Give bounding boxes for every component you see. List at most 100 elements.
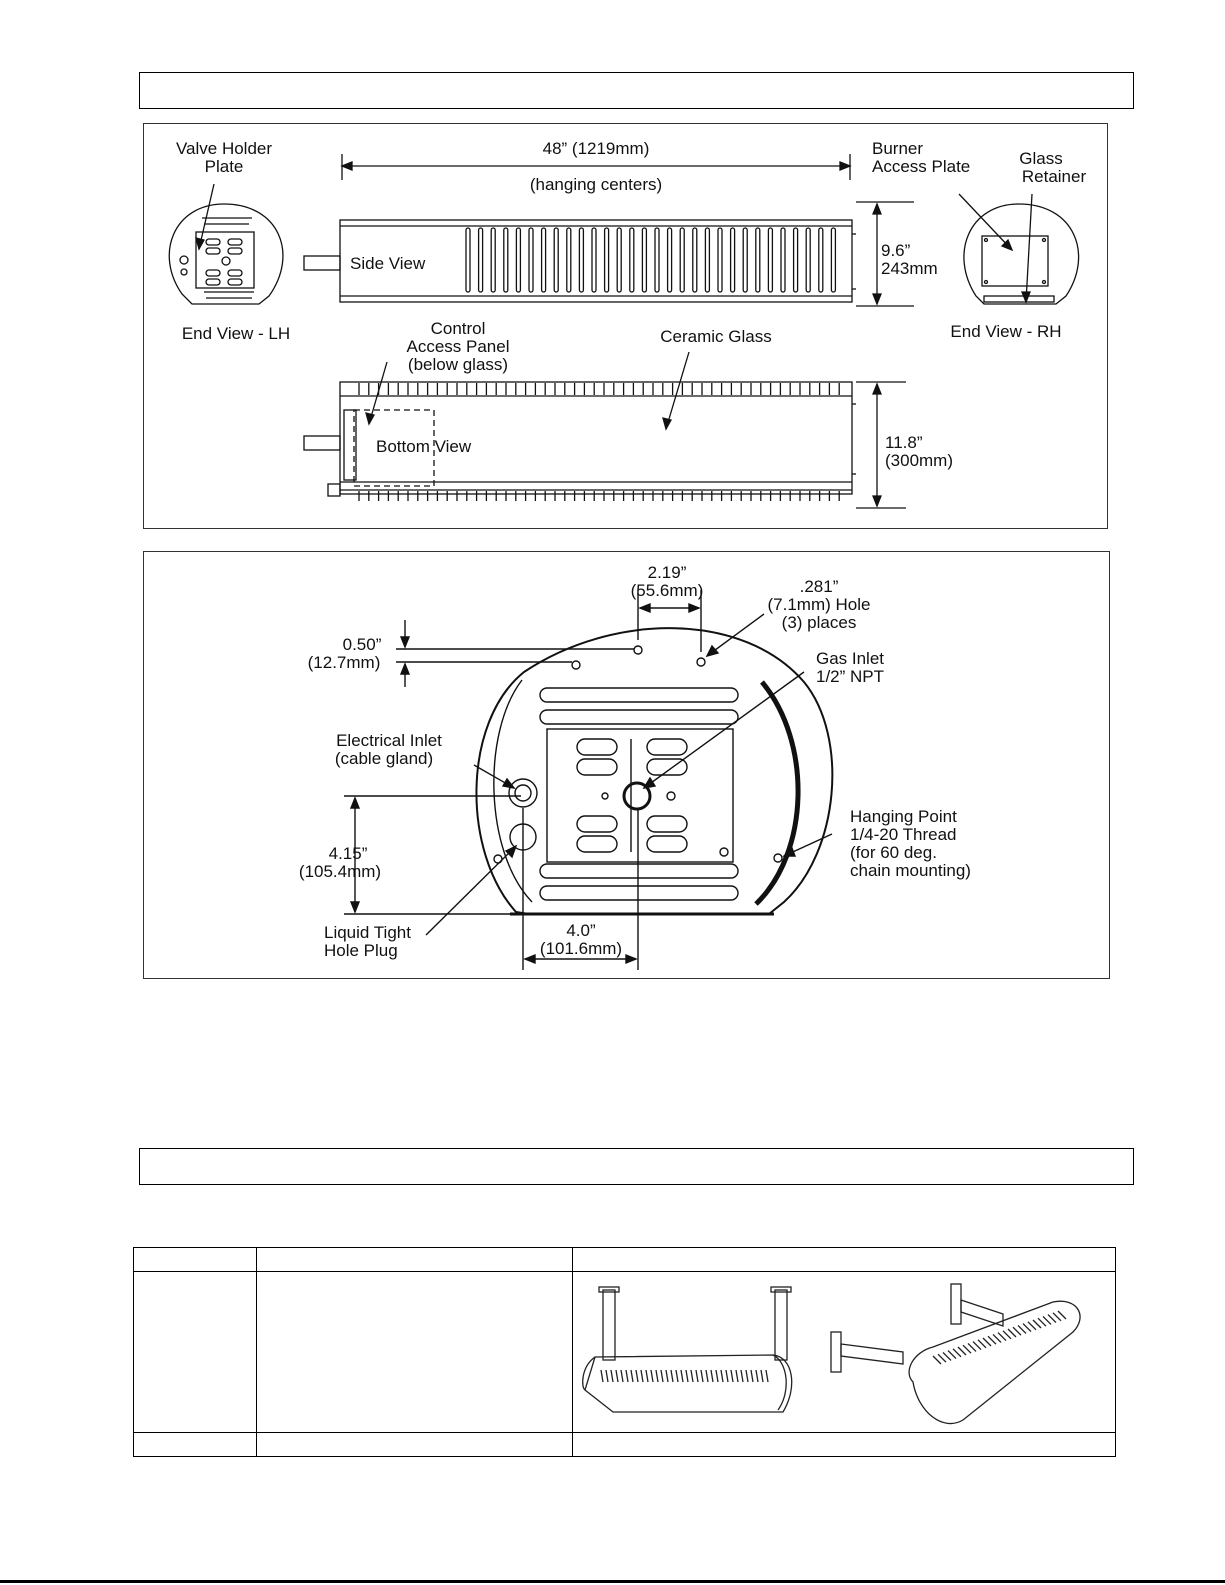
length-dimension-label: 48” (1219mm) [543,139,650,158]
dim-050-label-1: 0.50” [343,635,382,654]
hole-label-1: .281” [800,577,839,596]
vent-slot [755,227,761,293]
fin-line [1012,1326,1022,1336]
fin-line [640,1369,644,1383]
fin-line [932,1355,942,1365]
table-cell [256,1271,573,1433]
fin-line [765,1369,769,1383]
end-view-detail-diagram: 2.19” (55.6mm) .281” (7.1mm) Hole (3) pl… [299,563,971,970]
table-image-cell [572,1271,1116,1433]
dimension-diagram: Valve Holder Plate 48” (1219mm) (hanging… [168,139,1087,509]
hole-plug-label-2: Hole Plug [324,941,398,960]
fin-line [610,1369,614,1383]
side-view-label: Side View [350,254,426,273]
vent-slot [792,227,799,293]
vent-slot [654,227,660,293]
vent-slot [616,227,622,293]
fin-line [1017,1324,1027,1334]
gas-inlet-label-1: Gas Inlet [816,649,884,668]
vent-slot [515,227,522,293]
fin-line [695,1369,699,1383]
burner-label-1: Burner [872,139,923,158]
height-label-2: 243mm [881,259,938,278]
fin-line [655,1369,659,1383]
fin-line [740,1369,744,1383]
bottom-view-drawing [303,381,856,501]
fin-line [760,1369,764,1383]
vent-slot [591,227,597,293]
fin-line [670,1369,674,1383]
fin-line [725,1369,729,1383]
table-cell [572,1247,1116,1272]
fin-line [992,1333,1002,1343]
fin-line [962,1344,972,1354]
control-panel-label-2: Access Panel [407,337,510,356]
fin-line [645,1369,649,1383]
burner-label-2: Access Plate [872,157,970,176]
fin-line [1052,1312,1062,1322]
control-panel-label-3: (below glass) [408,355,508,374]
fin-line [952,1348,962,1358]
fin-line [710,1369,714,1383]
table-cell [133,1247,257,1272]
fin-line [755,1369,759,1383]
fin-line [947,1350,957,1360]
vent-slot [578,227,585,293]
vent-slot [629,227,635,293]
fin-line [982,1337,992,1347]
ceiling-mount-illustration [582,1286,793,1413]
vent-slot [603,227,610,293]
ceramic-glass-label: Ceramic Glass [660,327,771,346]
fin-line [650,1369,654,1383]
bottom-view-label: Bottom View [376,437,472,456]
fin-line [1057,1310,1067,1320]
end-view-detail-panel: 2.19” (55.6mm) .281” (7.1mm) Hole (3) pl… [143,551,1110,979]
dim-050-label-2: (12.7mm) [308,653,381,672]
fin-line [675,1369,679,1383]
vent-slot [818,227,824,293]
vent-slot [490,227,496,293]
fin-line [1007,1328,1017,1338]
vent-slot [692,227,698,293]
hanging-point-label-2: 1/4-20 Thread [850,825,956,844]
fin-line [690,1369,694,1383]
fin-line [705,1369,709,1383]
section-header-bar-mounting [139,1148,1134,1185]
fin-line [660,1369,664,1383]
vent-slot [566,227,572,293]
fin-line [730,1369,734,1383]
dim-415-label-1: 4.15” [329,844,368,863]
fin-line [987,1335,997,1345]
vent-slot [717,227,723,293]
fin-line [715,1369,719,1383]
fin-line [942,1351,952,1361]
fin-line [630,1369,634,1383]
width-label-1: 11.8” [885,433,923,452]
vent-slot [805,227,811,293]
fin-line [977,1339,987,1349]
fin-line [750,1369,754,1383]
table-row [133,1271,1116,1433]
mounting-table [133,1247,1116,1457]
vent-slot [503,227,509,293]
height-label-1: 9.6” [881,241,911,260]
dimension-diagram-panel: Valve Holder Plate 48” (1219mm) (hanging… [143,123,1108,529]
vent-slot [465,227,471,293]
fin-line [700,1369,704,1383]
fin-line [745,1369,749,1383]
fin-line [680,1369,684,1383]
fin-line [1047,1314,1057,1324]
vent-slot [742,227,748,293]
hole-label-3: (3) places [782,613,857,632]
table-cell [572,1432,1116,1457]
fin-line [937,1353,947,1363]
valve-holder-label-2: Plate [205,157,244,176]
glass-retainer-label-2: Retainer [1022,167,1087,186]
table-cell [133,1271,257,1433]
fin-line [972,1341,982,1351]
hole-label-2: (7.1mm) Hole [768,595,871,614]
fin-line [1042,1315,1052,1325]
side-view-drawing [303,219,856,303]
vent-slot [780,227,786,293]
section-header-bar-dimensions [139,72,1134,109]
